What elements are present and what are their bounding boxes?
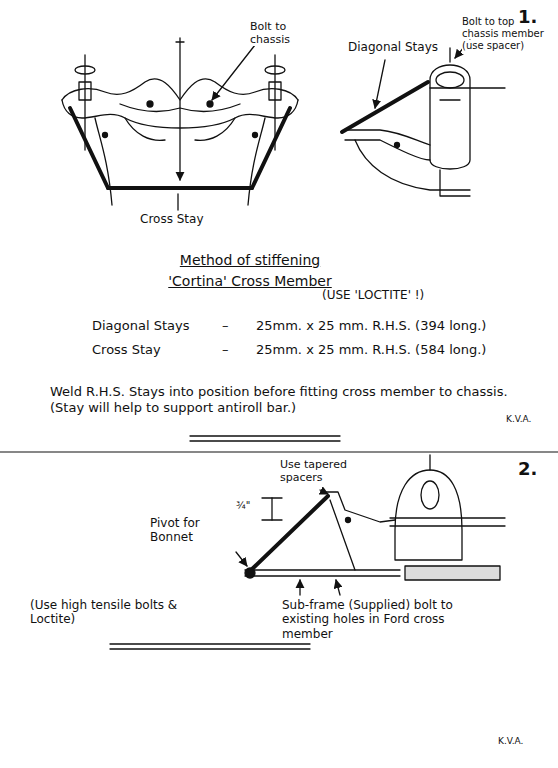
note-label: 2.	[518, 458, 548, 480]
note-label: Weld R.H.S. Stays into position before f…	[50, 384, 520, 415]
stays	[70, 108, 290, 188]
heading: Method of stiffening 'Cortina' Cross Mem…	[150, 250, 350, 292]
note-label: 25mm. x 25 mm. R.H.S. (394 long.)	[256, 318, 546, 334]
note-label: Cross Stay	[140, 212, 230, 226]
label-text: K.V.A.	[498, 736, 523, 746]
label-text: Diagonal Stays	[92, 318, 190, 333]
note-label: ¾"	[236, 500, 264, 512]
label-text: Pivot for Bonnet	[150, 516, 200, 544]
cross-member-side	[345, 48, 505, 196]
label-text: –	[222, 318, 229, 333]
note-label: K.V.A.	[506, 414, 554, 425]
note-label: Sub-frame (Supplied) bolt to existing ho…	[282, 598, 472, 641]
label-text: (USE 'LOCTITE' !)	[322, 288, 424, 302]
note-label: K.V.A.	[498, 736, 546, 747]
label-text: Diagonal Stays	[348, 40, 438, 54]
label-text: Bolt to chassis	[250, 20, 290, 46]
note-label: Diagonal Stays	[348, 40, 448, 54]
note-label: Pivot for Bonnet	[150, 516, 230, 545]
cross-member-front	[62, 38, 298, 205]
label-text: –	[222, 342, 229, 357]
note-label: Bolt to chassis	[250, 20, 305, 46]
note-label: (Use high tensile bolts & Loctite)	[30, 598, 190, 627]
note-label: Bolt to top chassis member (use spacer)	[462, 16, 544, 52]
note-label: –	[222, 318, 242, 334]
label-text: Use tapered spacers	[280, 458, 347, 484]
label-text: 25mm. x 25 mm. R.H.S. (394 long.)	[256, 318, 486, 333]
label-text: Cross Stay	[92, 342, 161, 357]
label-text: Weld R.H.S. Stays into position before f…	[50, 384, 508, 415]
note-label: 25mm. x 25 mm. R.H.S. (584 long.)	[256, 342, 546, 358]
note-label: (USE 'LOCTITE' !)	[322, 288, 482, 302]
label-text: K.V.A.	[506, 414, 531, 424]
note-label: Cross Stay	[92, 342, 212, 358]
label-text: (Use high tensile bolts & Loctite)	[30, 598, 177, 626]
label-text: Cross Stay	[140, 212, 204, 226]
label-text: 2.	[518, 458, 537, 479]
note-label: 1.	[518, 6, 548, 28]
label-text: 1.	[518, 6, 537, 27]
label-text: 25mm. x 25 mm. R.H.S. (584 long.)	[256, 342, 486, 357]
label-text: ¾"	[236, 500, 250, 511]
sub-frame-side	[245, 455, 505, 580]
note-label: –	[222, 342, 242, 358]
note-label: Diagonal Stays	[92, 318, 212, 334]
label-text: Sub-frame (Supplied) bolt to existing ho…	[282, 598, 453, 641]
note-label: Use tapered spacers	[280, 458, 390, 484]
label-text: Bolt to top chassis member (use spacer)	[462, 16, 544, 51]
